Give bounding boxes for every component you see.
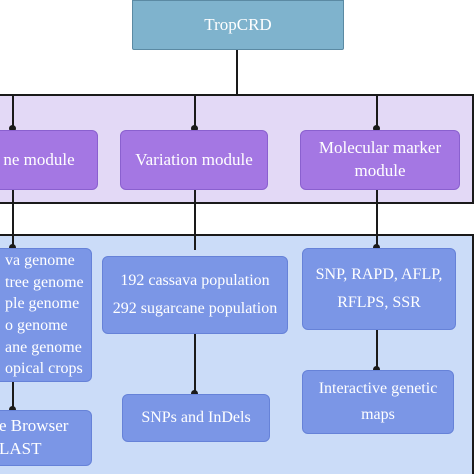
connector-marker-content — [376, 190, 378, 248]
genetic-maps-line-1: Interactive genetic — [318, 380, 438, 398]
arrow-genome-content — [9, 244, 16, 251]
connector-genome-tools — [12, 382, 14, 410]
marker-types-line-2: RFLPS, SSR — [337, 294, 421, 311]
marker-module-line-1: Molecular marker — [318, 138, 442, 158]
variation-module-label: Variation module — [135, 149, 253, 169]
genome-item: opical crops — [5, 360, 83, 378]
marker-module-line-2: module — [354, 161, 406, 180]
population-item: 192 cassava population — [120, 272, 270, 290]
genome-module-box: ne module — [0, 130, 98, 190]
genome-item: tree genome — [5, 273, 84, 291]
population-box: 192 cassava population 292 sugarcane pop… — [102, 256, 288, 334]
arrow-marker-module — [373, 125, 380, 132]
connector-snps — [194, 334, 196, 394]
arrow-maps — [373, 366, 380, 373]
arrow-marker-content — [373, 244, 380, 251]
marker-types-box: SNP, RAPD, AFLP, RFLPS, SSR — [302, 248, 456, 330]
root-box: TropCRD — [132, 0, 344, 50]
snps-label: SNPs and InDels — [141, 409, 251, 427]
genome-module-label: ne module — [3, 149, 75, 169]
arrow-genome-tools — [9, 406, 16, 413]
root-connector — [236, 50, 238, 96]
genome-tool-item: e Browser — [0, 416, 69, 436]
connector-variation-module — [194, 94, 196, 130]
variation-module-box: Variation module — [120, 130, 268, 190]
arrow-genome-module — [9, 125, 16, 132]
connector-marker-module — [376, 94, 378, 130]
arrow-variation-module — [191, 125, 198, 132]
connector-genome-module — [12, 94, 14, 130]
root-label: TropCRD — [204, 14, 272, 34]
arrow-snps — [191, 390, 198, 397]
connector-genome-content — [12, 190, 14, 248]
snps-box: SNPs and InDels — [122, 394, 270, 442]
genome-tools-box: e Browser LAST — [0, 410, 92, 466]
marker-module-box: Molecular marker module — [300, 130, 460, 190]
genome-tool-item: LAST — [0, 439, 42, 458]
genetic-maps-line-2: maps — [361, 406, 395, 423]
genetic-maps-box: Interactive genetic maps — [302, 370, 454, 434]
genome-item: va genome — [5, 252, 75, 270]
population-item: 292 sugarcane population — [112, 300, 278, 317]
genome-item: ple genome — [5, 295, 80, 313]
connector-maps — [376, 330, 378, 370]
connector-variation-content — [194, 190, 196, 250]
genome-list-box: va genome tree genome ple genome o genom… — [0, 248, 92, 382]
marker-types-line-1: SNP, RAPD, AFLP, — [315, 266, 443, 284]
genome-item: o genome — [5, 317, 68, 334]
genome-item: ane genome — [5, 338, 82, 356]
